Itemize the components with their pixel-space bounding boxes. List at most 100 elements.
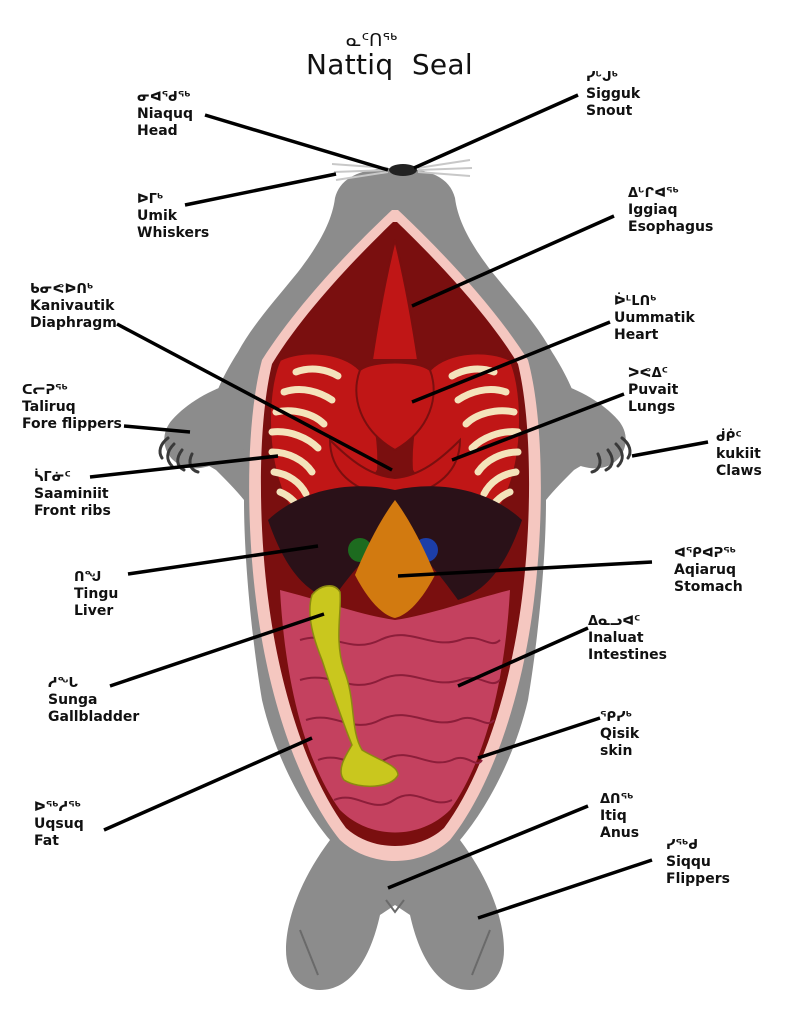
line-claws (631, 440, 709, 458)
line-heart (411, 320, 611, 404)
label-fore-flippers-english: Fore flippers (22, 416, 122, 432)
label-snout-english: Snout (586, 103, 633, 119)
line-lungs (451, 392, 625, 462)
esophagus (370, 239, 420, 361)
label-intestines: ᐃᓇᓗᐊᑦ Inaluat Intestines (588, 614, 667, 664)
heart (355, 361, 435, 452)
line-skin (477, 716, 601, 760)
label-diaphragm-inuktitut: Kanivautik (30, 298, 115, 314)
label-fat-syllabics: ᐅᖅᓱᖅ (34, 800, 81, 815)
line-diaphragm (116, 322, 393, 472)
label-head-english: Head (137, 123, 178, 139)
label-front-ribs-inuktitut: Saaminiit (34, 486, 109, 502)
label-diaphragm-english: Diaphragm (30, 315, 117, 331)
label-claws-inuktitut: kukiit (716, 446, 761, 462)
line-flippers (477, 858, 653, 920)
label-whiskers: ᐅᒥᒃ Umik Whiskers (137, 192, 209, 242)
label-heart-syllabics: ᐆᒻᒪᑎᒃ (614, 294, 657, 309)
label-intestines-english: Intestines (588, 647, 667, 663)
label-skin: ᕿᓯᒃ Qisik skin (600, 710, 639, 760)
title-syllabics: ᓇᑦᑎᖅ (346, 30, 398, 51)
line-esophagus (411, 214, 615, 308)
line-whiskers (184, 172, 337, 207)
label-fore-flippers-syllabics: ᑕᓕᕈᖅ (22, 383, 68, 398)
label-fat-inuktitut: Uqsuq (34, 816, 84, 832)
label-lungs-inuktitut: Puvait (628, 382, 679, 398)
line-anus (387, 804, 589, 890)
label-skin-syllabics: ᕿᓯᒃ (600, 710, 633, 725)
label-lungs: ᐳᕙᐃᑦ Puvait Lungs (628, 366, 678, 416)
label-intestines-inuktitut: Inaluat (588, 630, 644, 646)
label-liver: ᑎᖑ Tingu Liver (74, 570, 118, 620)
left-fore-flipper (164, 380, 246, 469)
label-gallbladder-english: Gallbladder (48, 709, 140, 725)
label-heart: ᐆᒻᒪᑎᒃ Uummatik Heart (614, 294, 695, 344)
label-front-ribs: ᓵᒥᓃᑦ Saaminiit Front ribs (34, 470, 111, 520)
label-liver-syllabics: ᑎᖑ (74, 570, 102, 585)
left-flipper-crease (299, 929, 319, 976)
label-stomach-syllabics: ᐊᕿᐊᕈᖅ (674, 546, 737, 561)
right-claws (590, 436, 632, 474)
label-diaphragm: ᑲᓂᕙᐅᑎᒃ Kanivautik Diaphragm (30, 282, 117, 332)
label-gallbladder: ᓱᖓ Sunga Gallbladder (48, 676, 139, 726)
diaphragm (328, 437, 462, 502)
label-skin-inuktitut: Qisik (600, 726, 640, 742)
label-whiskers-english: Whiskers (137, 225, 210, 241)
label-head-inuktitut: Niaquq (137, 106, 193, 122)
label-fat: ᐅᖅᓱᖅ Uqsuq Fat (34, 800, 84, 850)
label-fat-english: Fat (34, 833, 59, 849)
label-snout: ᓯᒡᒍᒃ Sigguk Snout (586, 70, 640, 120)
label-whiskers-syllabics: ᐅᒥᒃ (137, 192, 164, 207)
label-heart-english: Heart (614, 327, 659, 343)
label-stomach-inuktitut: Aqiaruq (674, 562, 736, 578)
label-front-ribs-syllabics: ᓵᒥᓃᑦ (34, 470, 71, 485)
label-gallbladder-syllabics: ᓱᖓ (48, 676, 79, 691)
label-liver-english: Liver (74, 603, 114, 619)
label-esophagus-syllabics: ᐃᒡᒋᐊᖅ (628, 186, 679, 201)
line-stomach (397, 560, 653, 578)
line-gallbladder (109, 612, 325, 688)
stomach (355, 500, 435, 618)
line-fore-flippers (123, 424, 191, 434)
label-anus-syllabics: ᐃᑎᖅ (600, 792, 634, 807)
label-head: ᓂᐊᖁᖅ Niaquq Head (137, 90, 193, 140)
label-snout-inuktitut: Sigguk (586, 86, 641, 102)
label-head-syllabics: ᓂᐊᖁᖅ (137, 90, 191, 105)
label-gallbladder-inuktitut: Sunga (48, 692, 98, 708)
label-lungs-syllabics: ᐳᕙᐃᑦ (628, 366, 668, 381)
label-lungs-english: Lungs (628, 399, 676, 415)
label-claws-english: Claws (716, 463, 762, 479)
label-flippers-inuktitut: Siqqu (666, 854, 711, 870)
label-fore-flippers: ᑕᓕᕈᖅ Taliruq Fore flippers (22, 383, 122, 433)
label-liver-inuktitut: Tingu (74, 586, 119, 602)
line-head (204, 113, 389, 172)
label-snout-syllabics: ᓯᒡᒍᒃ (586, 70, 619, 85)
label-claws-syllabics: ᑰᑮᑦ (716, 430, 742, 445)
nose (389, 164, 417, 176)
label-diaphragm-syllabics: ᑲᓂᕙᐅᑎᒃ (30, 282, 94, 297)
label-heart-inuktitut: Uummatik (614, 310, 695, 326)
label-flippers-english: Flippers (666, 871, 730, 887)
label-stomach: ᐊᕿᐊᕈᖅ Aqiaruq Stomach (674, 546, 743, 596)
label-esophagus-english: Esophagus (628, 219, 714, 235)
left-claws (158, 436, 200, 474)
label-skin-english: skin (600, 743, 633, 759)
page-title: Nattiq Seal (306, 48, 473, 81)
line-snout (413, 93, 579, 170)
label-flippers-syllabics: ᓯᖅᑯ (666, 838, 699, 853)
label-flippers: ᓯᖅᑯ Siqqu Flippers (666, 838, 730, 888)
right-fore-flipper (544, 380, 626, 469)
line-intestines (457, 626, 589, 688)
label-front-ribs-english: Front ribs (34, 503, 111, 519)
label-esophagus-inuktitut: Iggiaq (628, 202, 678, 218)
anus-mark (385, 899, 405, 914)
line-liver (127, 544, 319, 576)
label-claws: ᑰᑮᑦ kukiit Claws (716, 430, 762, 480)
label-anus-inuktitut: Itiq (600, 808, 627, 824)
right-flipper-crease (471, 929, 491, 976)
label-esophagus: ᐃᒡᒋᐊᖅ Iggiaq Esophagus (628, 186, 713, 236)
line-front-ribs (89, 454, 279, 479)
